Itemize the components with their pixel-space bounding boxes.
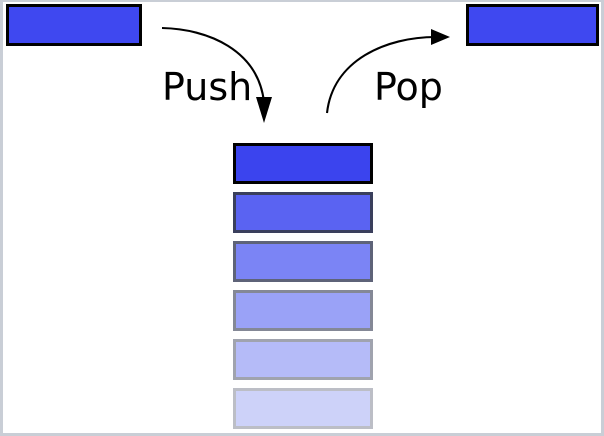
stack-item-second[interactable]: [233, 192, 373, 233]
stack-item-fourth[interactable]: [233, 290, 373, 331]
stack-item-bottom[interactable]: [233, 388, 373, 429]
stack-item-top[interactable]: [233, 143, 373, 184]
push-label: Push: [162, 65, 253, 109]
stack-item-third[interactable]: [233, 241, 373, 282]
input-element-box[interactable]: [6, 4, 142, 46]
push-arrow-head: [256, 97, 272, 123]
pop-arrow-head: [431, 29, 450, 45]
diagram-canvas: Push Pop: [3, 2, 601, 433]
output-element-box[interactable]: [466, 4, 599, 46]
stack-item-fifth[interactable]: [233, 339, 373, 380]
pop-label: Pop: [374, 65, 443, 109]
